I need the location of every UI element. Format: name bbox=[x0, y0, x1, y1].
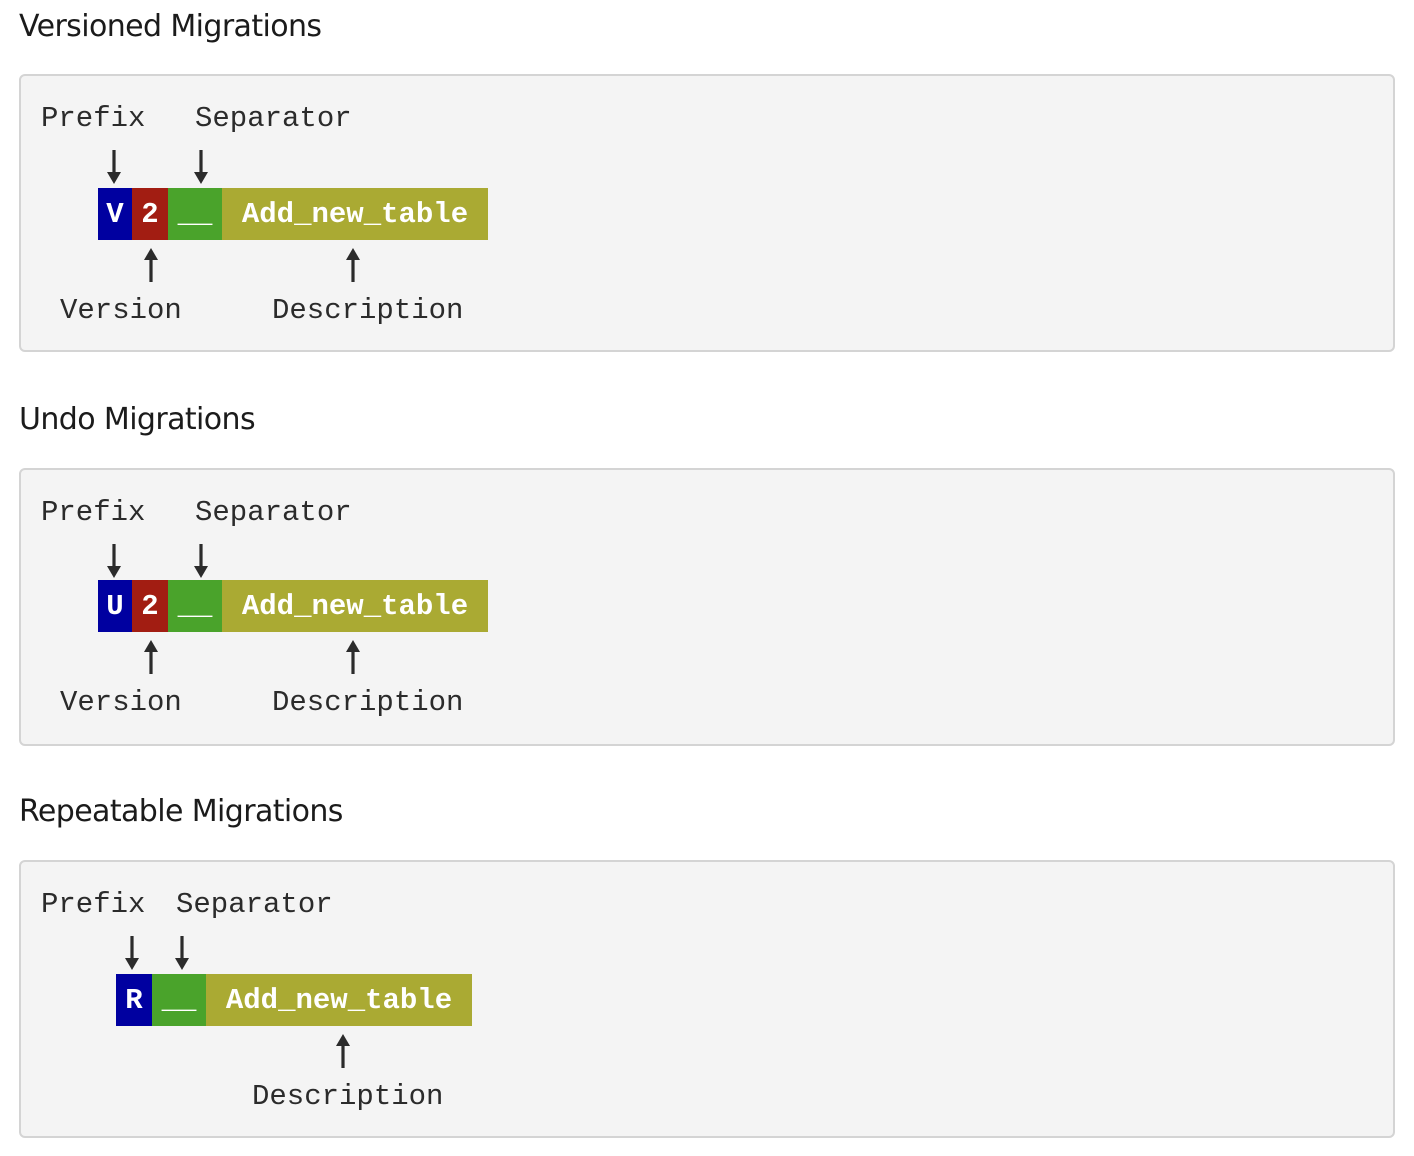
version-label: Version bbox=[60, 294, 182, 327]
arrow-up-icon bbox=[343, 246, 363, 284]
arrow-up-icon bbox=[333, 1032, 353, 1070]
arrow-down-icon bbox=[122, 934, 142, 972]
arrow-down-icon bbox=[191, 148, 211, 186]
repeatable-heading: Repeatable Migrations bbox=[19, 794, 343, 829]
filename-strip: V 2 __ Add_new_table bbox=[98, 188, 488, 240]
arrow-up-icon bbox=[141, 246, 161, 284]
versioned-diagram-box: Prefix Separator V 2 __ Add_new_table Ve… bbox=[19, 74, 1395, 352]
separator-segment: __ bbox=[168, 580, 222, 632]
arrow-up-icon bbox=[343, 638, 363, 676]
prefix-label: Prefix bbox=[41, 102, 146, 135]
version-segment: 2 bbox=[132, 188, 168, 240]
undo-diagram-box: Prefix Separator U 2 __ Add_new_table Ve… bbox=[19, 468, 1395, 746]
repeatable-diagram-box: Prefix Separator R __ Add_new_table Desc… bbox=[19, 860, 1395, 1138]
description-label: Description bbox=[252, 1080, 444, 1113]
prefix-segment: U bbox=[98, 580, 132, 632]
description-segment: Add_new_table bbox=[222, 580, 488, 632]
description-segment: Add_new_table bbox=[206, 974, 472, 1026]
description-label: Description bbox=[272, 294, 464, 327]
version-label: Version bbox=[60, 686, 182, 719]
description-label: Description bbox=[272, 686, 464, 719]
arrow-up-icon bbox=[141, 638, 161, 676]
separator-label: Separator bbox=[176, 888, 333, 921]
separator-segment: __ bbox=[168, 188, 222, 240]
filename-strip: R __ Add_new_table bbox=[116, 974, 472, 1026]
prefix-label: Prefix bbox=[41, 496, 146, 529]
separator-label: Separator bbox=[195, 102, 352, 135]
undo-heading: Undo Migrations bbox=[19, 402, 256, 437]
arrow-down-icon bbox=[104, 148, 124, 186]
arrow-down-icon bbox=[104, 542, 124, 580]
separator-label: Separator bbox=[195, 496, 352, 529]
description-segment: Add_new_table bbox=[222, 188, 488, 240]
prefix-segment: V bbox=[98, 188, 132, 240]
filename-strip: U 2 __ Add_new_table bbox=[98, 580, 488, 632]
separator-segment: __ bbox=[152, 974, 206, 1026]
prefix-segment: R bbox=[116, 974, 152, 1026]
arrow-down-icon bbox=[191, 542, 211, 580]
prefix-label: Prefix bbox=[41, 888, 146, 921]
version-segment: 2 bbox=[132, 580, 168, 632]
arrow-down-icon bbox=[172, 934, 192, 972]
versioned-heading: Versioned Migrations bbox=[19, 9, 322, 44]
